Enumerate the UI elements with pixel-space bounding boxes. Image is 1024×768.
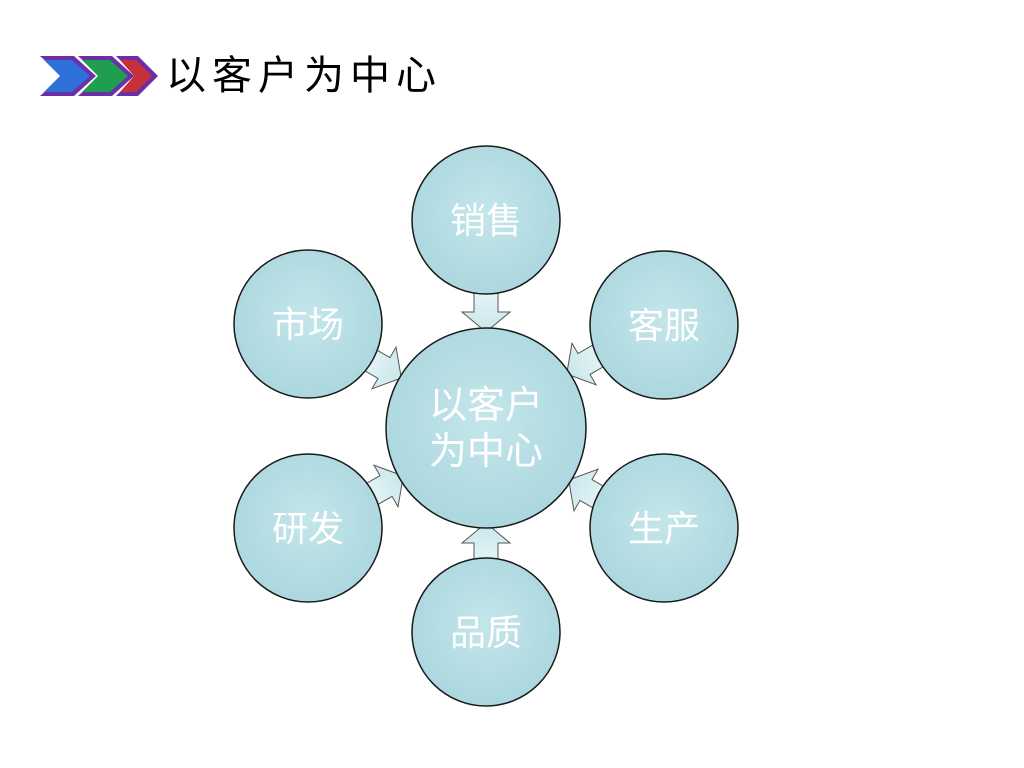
arrow-quality-to-center	[460, 522, 512, 564]
node-rnd-label: 研发	[272, 509, 344, 550]
node-service-label: 客服	[628, 306, 700, 347]
center-node: 以客户 为中心	[385, 327, 587, 529]
arrow-sales-to-center	[460, 291, 512, 333]
node-market: 市场	[233, 249, 383, 399]
node-service: 客服	[589, 250, 739, 400]
node-quality: 品质	[411, 557, 561, 707]
chevron-arrows-icon	[40, 56, 158, 96]
center-node-line2: 为中心	[429, 429, 543, 473]
title-bar: 以客户为中心	[38, 44, 442, 108]
node-rnd: 研发	[233, 453, 383, 603]
node-sales: 销售	[411, 145, 561, 295]
node-quality-label: 品质	[450, 613, 522, 654]
node-production: 生产	[589, 453, 739, 603]
center-node-line1: 以客户	[429, 383, 543, 427]
node-sales-label: 销售	[450, 201, 522, 242]
node-market-label: 市场	[272, 305, 344, 346]
page-title: 以客户为中心	[166, 53, 442, 99]
node-production-label: 生产	[628, 509, 700, 550]
